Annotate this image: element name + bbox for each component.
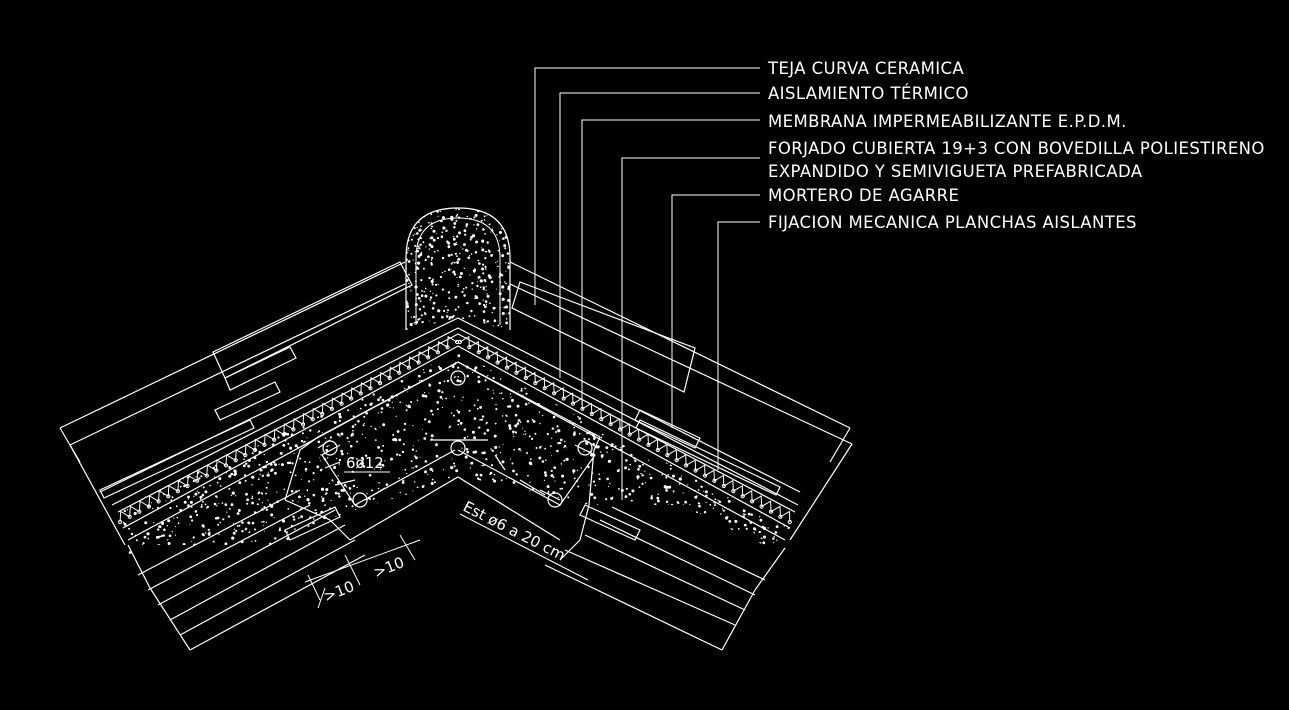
leader-forjado [621,157,760,500]
ridge-crest-tile [405,207,511,330]
rebar-bar [450,370,466,386]
dim-right-label: >10 [371,553,407,582]
roof-tiles [99,261,781,541]
material-legend: TEJA CURVA CERAMICA AISLAMIENTO TÉRMICO … [767,59,1265,232]
thermal-insulation-band [118,335,792,525]
leader-fijacion [717,221,760,470]
stirrups-label: Est ø6 a 20 cm [460,498,568,565]
leader-membrana [581,119,760,405]
legend-fijacion: FIJACION MECANICA PLANCHAS AISLANTES [768,213,1137,232]
rebar-main-label: 6ø12 [346,454,384,472]
legend-teja: TEJA CURVA CERAMICA [767,59,964,78]
legend-mortero: MORTERO DE AGARRE [768,186,959,205]
leader-lines [534,67,760,500]
legend-aislamiento: AISLAMIENTO TÉRMICO [768,84,969,103]
ridge-beam-concrete [120,352,790,561]
rebar-bar [322,440,338,456]
rebar-bar [352,492,368,508]
legend-forjado: FORJADO CUBIERTA 19+3 CON BOVEDILLA POLI… [768,139,1265,158]
rebar-bar [547,492,563,508]
roof-slope-lines [59,261,853,651]
dimension-lines [304,534,421,609]
dim-left-label: >10 [321,577,357,606]
leader-mortero [671,194,760,428]
legend-membrana: MEMBRANA IMPERMEABILIZANTE E.P.D.M. [768,112,1127,131]
leader-aislamiento [559,92,760,378]
rebar-bar [450,440,466,456]
rebar-bar [577,440,593,456]
beam-reinforcement [317,370,599,508]
drawing-annotations: 6ø12 Est ø6 a 20 cm >10 >10 [321,454,589,606]
legend-forjado-line2: EXPANDIDO Y SEMIVIGUETA PREFABRICADA [768,162,1143,181]
leader-teja [534,67,760,305]
